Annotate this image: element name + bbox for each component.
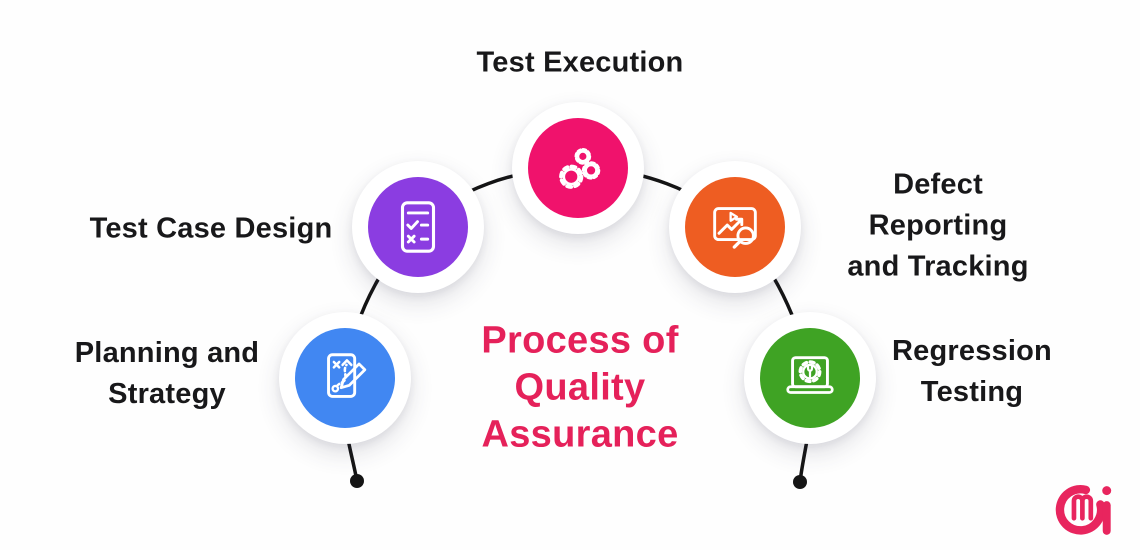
node-white-ring bbox=[352, 161, 484, 293]
diagram-title: Process of Quality Assurance bbox=[481, 319, 679, 456]
monitor-trend-magnifier-icon bbox=[713, 207, 757, 249]
node-white-ring bbox=[744, 312, 876, 444]
node-test-execution bbox=[512, 102, 644, 234]
label-test-case-design: Test Case Design bbox=[89, 212, 333, 245]
test-case-design-circle bbox=[368, 177, 468, 277]
gears-icon bbox=[559, 148, 601, 189]
laptop-gear-wrench-icon bbox=[786, 356, 834, 394]
node-white-ring bbox=[669, 161, 801, 293]
cmi-logo bbox=[1055, 485, 1112, 535]
regression-testing-circle bbox=[760, 328, 860, 428]
connector-endpoint-dot-right bbox=[793, 475, 807, 489]
label-planning-strategy: Planning and Strategy bbox=[74, 337, 260, 410]
planning-strategy-circle bbox=[295, 328, 395, 428]
label-defect-reporting: Defect Reporting and Tracking bbox=[847, 168, 1029, 283]
defect-reporting-circle bbox=[685, 177, 785, 277]
checklist-icon bbox=[400, 201, 436, 253]
node-white-ring bbox=[279, 312, 411, 444]
node-white-ring bbox=[512, 102, 644, 234]
node-defect-reporting bbox=[669, 161, 801, 293]
node-regression-testing bbox=[744, 312, 876, 444]
strategy-plan-icon bbox=[327, 353, 367, 398]
node-test-case-design bbox=[352, 161, 484, 293]
test-execution-circle bbox=[528, 118, 628, 218]
connector-endpoint-dot-left bbox=[350, 474, 364, 488]
label-regression-testing: Regression Testing bbox=[892, 335, 1052, 408]
node-planning-strategy bbox=[279, 312, 411, 444]
label-test-execution: Test Execution bbox=[476, 46, 684, 79]
